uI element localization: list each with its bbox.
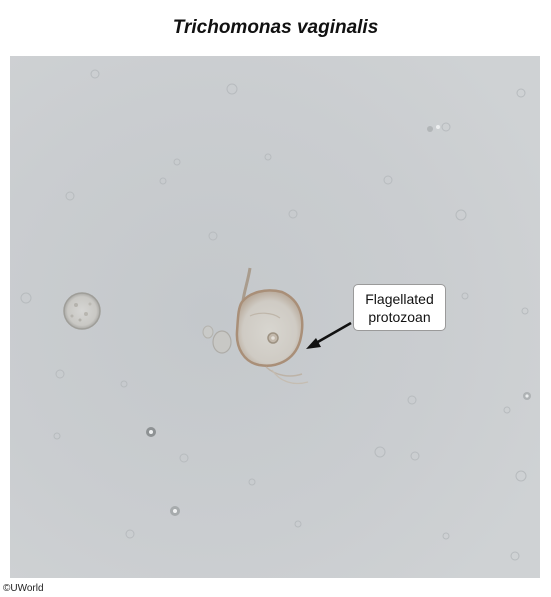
round-cell [63, 292, 101, 330]
callout-line-1: Flagellated [365, 290, 434, 307]
trichomonas-organism [202, 267, 309, 385]
debris-particles [20, 69, 529, 561]
figure-title: Trichomonas vaginalis [172, 17, 379, 38]
copyright-text: ©UWorld [3, 583, 44, 594]
micrograph-image [10, 56, 540, 578]
callout-line-2: protozoan [368, 308, 431, 325]
micrograph-drawing [10, 56, 540, 578]
callout-label: Flagellated protozoan [353, 284, 446, 331]
bright-specks [146, 125, 531, 516]
annotation-arrow [306, 321, 352, 349]
